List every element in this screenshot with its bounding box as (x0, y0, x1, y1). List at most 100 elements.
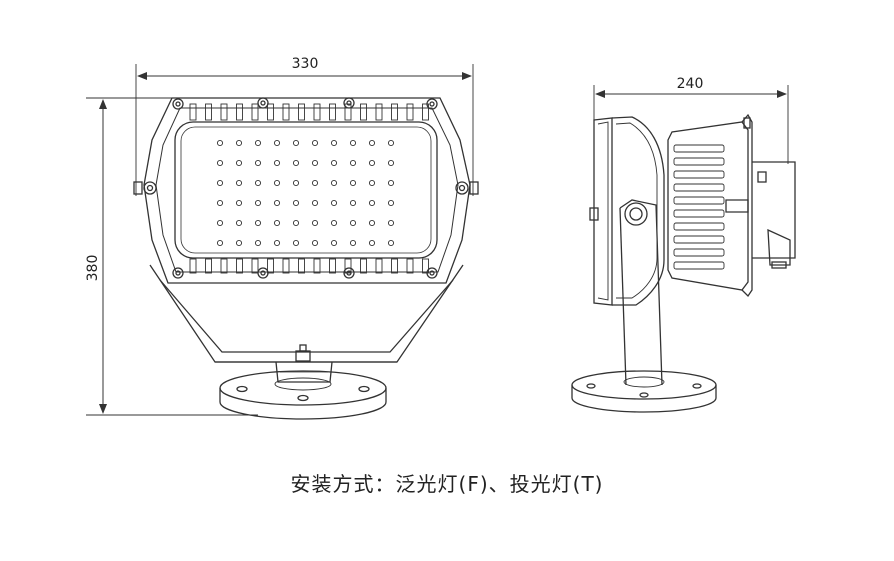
led-dot (235, 239, 243, 247)
fin (673, 261, 725, 270)
led-dot (235, 199, 243, 207)
side-view (571, 85, 796, 413)
led-dot (349, 199, 357, 207)
front-bottom-fins (189, 258, 429, 274)
led-dot (292, 199, 300, 207)
led-dot (311, 219, 319, 227)
led-dot (311, 159, 319, 167)
led-dot (349, 219, 357, 227)
led-dot (387, 159, 395, 167)
led-dot (216, 219, 224, 227)
front-view (86, 64, 479, 420)
led-dot (292, 239, 300, 247)
fin (360, 258, 367, 274)
led-dot (349, 239, 357, 247)
led-dot (254, 139, 262, 147)
fin (391, 258, 398, 274)
led-dot (368, 239, 376, 247)
front-housing-inner (155, 107, 459, 273)
fin (673, 196, 725, 205)
fin (673, 235, 725, 244)
led-dot (254, 239, 262, 247)
led-dot (273, 139, 281, 147)
led-dot (330, 159, 338, 167)
fin (298, 103, 305, 121)
fin (329, 258, 336, 274)
fin (205, 258, 212, 274)
led-dot (254, 199, 262, 207)
fin (673, 157, 725, 166)
led-dot (235, 139, 243, 147)
fin (673, 183, 725, 192)
led-dot (235, 179, 243, 187)
fin (391, 103, 398, 121)
led-dot (273, 159, 281, 167)
fin (267, 258, 274, 274)
led-dot (254, 219, 262, 227)
led-dot (292, 179, 300, 187)
front-bracket (149, 264, 464, 363)
fin (313, 103, 321, 121)
fin (406, 103, 414, 121)
led-dot (292, 159, 300, 167)
led-dot (330, 139, 338, 147)
fin (673, 209, 725, 218)
led-dot (349, 179, 357, 187)
led-dot (368, 179, 376, 187)
front-housing-outer (143, 97, 471, 284)
installation-caption: 安装方式：泛光灯(F)、投光灯(T) (290, 472, 604, 496)
led-dot (368, 139, 376, 147)
led-dot (235, 159, 243, 167)
front-width-dimension (135, 64, 474, 196)
led-dot (311, 139, 319, 147)
fin (205, 103, 212, 121)
side-depth-label: 240 (677, 76, 704, 92)
led-dot (368, 219, 376, 227)
side-pivot-arm (619, 199, 663, 386)
fin (267, 103, 274, 121)
fin (329, 103, 336, 121)
led-dot (387, 179, 395, 187)
led-dot (311, 199, 319, 207)
fin (673, 170, 725, 179)
fin (375, 258, 383, 274)
led-dot (216, 239, 224, 247)
led-dot (216, 159, 224, 167)
led-dot (368, 199, 376, 207)
fin (282, 103, 290, 121)
led-dot (254, 159, 262, 167)
led-dot (292, 219, 300, 227)
fin (220, 258, 228, 274)
side-bezel (589, 117, 613, 306)
front-top-fins (189, 103, 429, 121)
fin (189, 103, 197, 121)
led-dot (368, 159, 376, 167)
fin (313, 258, 321, 274)
led-dot (216, 199, 224, 207)
fin (298, 258, 305, 274)
fin (251, 258, 259, 274)
led-dot (235, 219, 243, 227)
led-dot (387, 219, 395, 227)
led-array (216, 139, 395, 247)
side-finned-body (667, 113, 753, 298)
fin (375, 103, 383, 121)
led-dot (254, 179, 262, 187)
led-dot (330, 219, 338, 227)
led-dot (273, 179, 281, 187)
front-base (219, 370, 387, 420)
fin (251, 103, 259, 121)
led-dot (387, 199, 395, 207)
led-dot (216, 139, 224, 147)
led-dot (330, 239, 338, 247)
front-screws (133, 97, 479, 279)
fin (220, 103, 228, 121)
led-dot (273, 199, 281, 207)
led-dot (273, 219, 281, 227)
led-dot (311, 179, 319, 187)
fin (360, 103, 367, 121)
led-dot (292, 139, 300, 147)
led-dot (387, 139, 395, 147)
